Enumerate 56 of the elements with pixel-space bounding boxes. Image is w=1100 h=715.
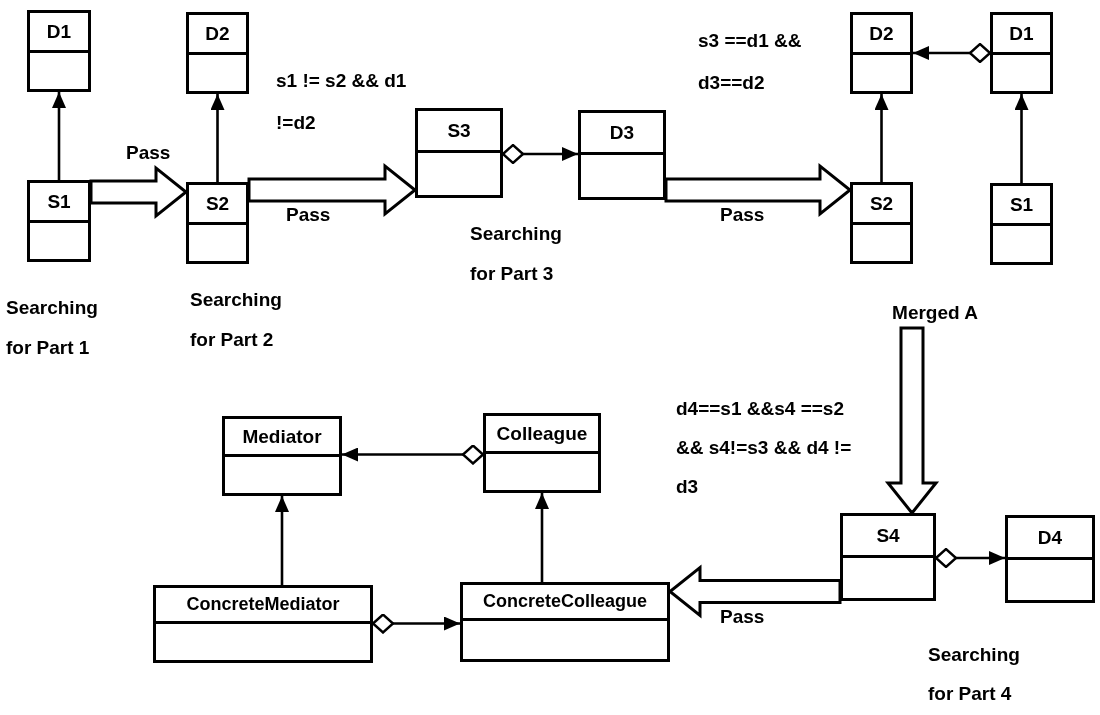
class-box: [990, 183, 1053, 265]
class-name: ConcreteColleague: [482, 591, 647, 612]
arrow: [210, 94, 225, 182]
class-box: [153, 585, 373, 663]
note-text: Searching for Part 1: [6, 296, 99, 360]
class-box: [850, 12, 913, 94]
arrow: [535, 493, 549, 582]
class-name: S2: [205, 192, 230, 215]
block-arrow: [247, 162, 418, 218]
class-name: S2: [869, 192, 894, 215]
class-name: S1: [1009, 193, 1034, 216]
class-box: [840, 513, 936, 601]
note-text: s1 != s2 && d1 !=d2: [276, 69, 408, 135]
arrow: [1014, 94, 1029, 183]
class-name: D1: [1009, 22, 1034, 45]
stage-caption: Merged A: [892, 302, 978, 324]
note-text: Searching for Part 2: [190, 288, 283, 352]
class-box: [483, 413, 601, 493]
class-box: [990, 12, 1053, 94]
arrow: [52, 92, 66, 180]
class-box: [415, 108, 503, 198]
note-text: s3 ==d1 && d3==d2: [698, 29, 803, 95]
arrow: [913, 42, 992, 64]
class-name: D2: [869, 22, 894, 45]
block-arrow: [884, 326, 940, 516]
class-name: S4: [876, 524, 900, 547]
arrow: [371, 613, 460, 634]
class-name: Colleague: [496, 422, 588, 445]
arrow: [501, 143, 578, 165]
arrow: [934, 547, 1005, 569]
class-box: [27, 180, 91, 262]
arrow: [874, 94, 889, 182]
class-box: [1005, 515, 1095, 603]
class-box: [186, 182, 249, 264]
arrow: [275, 496, 289, 585]
class-box: [222, 416, 342, 496]
class-name: Mediator: [242, 425, 322, 448]
class-name: S1: [47, 190, 71, 213]
class-box: [27, 10, 91, 92]
block-arrow: [667, 564, 842, 619]
class-name: D1: [46, 20, 72, 43]
block-arrow: [664, 162, 853, 218]
class-box: [186, 12, 249, 94]
class-box: [578, 110, 666, 200]
class-name: D4: [1037, 526, 1063, 549]
class-box: [850, 182, 913, 264]
class-box: [460, 582, 670, 662]
arrow: [342, 444, 485, 465]
class-name: D3: [609, 121, 635, 144]
class-name: ConcreteMediator: [186, 594, 340, 615]
class-name: S3: [447, 119, 471, 142]
block-arrow: [89, 164, 189, 220]
class-name: D2: [205, 22, 230, 45]
note-text: Searching for Part 4: [928, 643, 1021, 706]
note-text: Searching for Part 3: [470, 222, 563, 286]
note-text: d4==s1 &&s4 ==s2 && s4!=s3 && d4 != d3: [676, 397, 853, 499]
